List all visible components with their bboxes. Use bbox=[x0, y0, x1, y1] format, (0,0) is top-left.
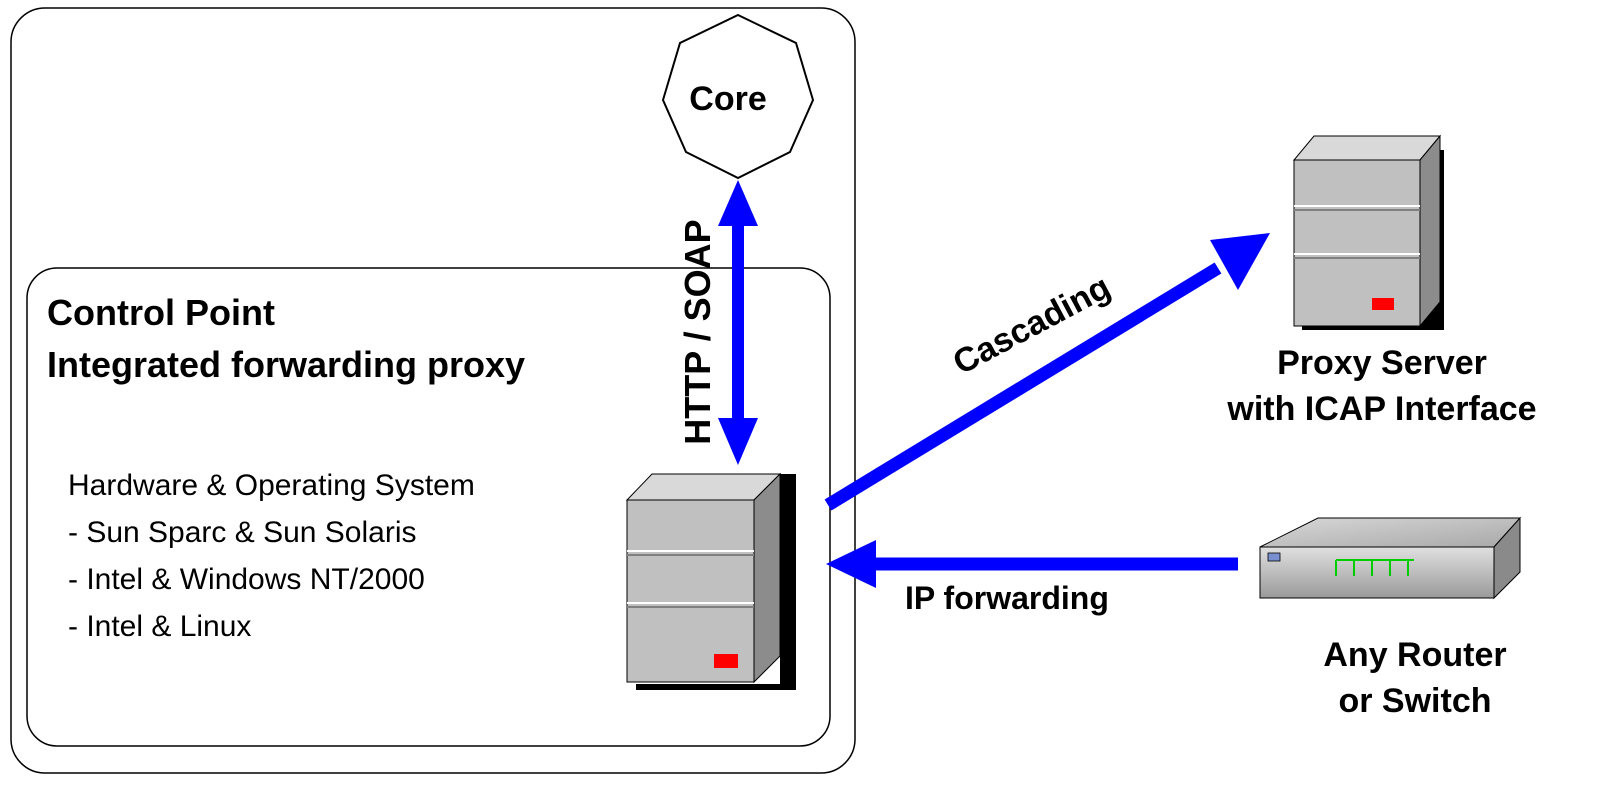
ip-forwarding-arrow bbox=[826, 540, 1238, 588]
router-label-line2: or Switch bbox=[1338, 682, 1492, 720]
router-label: Any Router or Switch bbox=[1270, 632, 1560, 724]
proxy-server-label: Proxy Server with ICAP Interface bbox=[1162, 340, 1602, 432]
router-switch-icon bbox=[1259, 516, 1522, 600]
proxy-led-icon bbox=[1372, 298, 1394, 310]
core-heptagon-shape bbox=[661, 13, 815, 180]
core-label: Core bbox=[689, 80, 767, 118]
proxy-server-label-line1: Proxy Server bbox=[1277, 344, 1487, 382]
os-list: Hardware & Operating System - Sun Sparc … bbox=[68, 462, 475, 650]
router-label-line1: Any Router bbox=[1323, 636, 1507, 674]
server-led-icon bbox=[714, 654, 738, 668]
http-soap-arrow bbox=[718, 180, 758, 465]
os-list-item: - Intel & Windows NT/2000 bbox=[68, 563, 425, 596]
proxy-server-label-line2: with ICAP Interface bbox=[1227, 390, 1537, 428]
os-list-item: - Sun Sparc & Sun Solaris bbox=[68, 516, 417, 549]
cascading-arrow bbox=[824, 233, 1270, 511]
os-list-item: - Intel & Linux bbox=[68, 610, 252, 643]
control-point-title-line2: Integrated forwarding proxy bbox=[47, 344, 526, 385]
control-point-server-icon bbox=[625, 472, 796, 690]
proxy-server-icon bbox=[1292, 134, 1444, 330]
control-point-title: Control Point Integrated forwarding prox… bbox=[47, 287, 525, 391]
control-point-title-line1: Control Point bbox=[47, 292, 275, 333]
os-list-heading: Hardware & Operating System bbox=[68, 469, 475, 502]
ip-forwarding-label: IP forwarding bbox=[905, 580, 1109, 616]
http-soap-label: HTTP / SOAP bbox=[677, 219, 718, 445]
outer-boundary bbox=[10, 7, 856, 774]
